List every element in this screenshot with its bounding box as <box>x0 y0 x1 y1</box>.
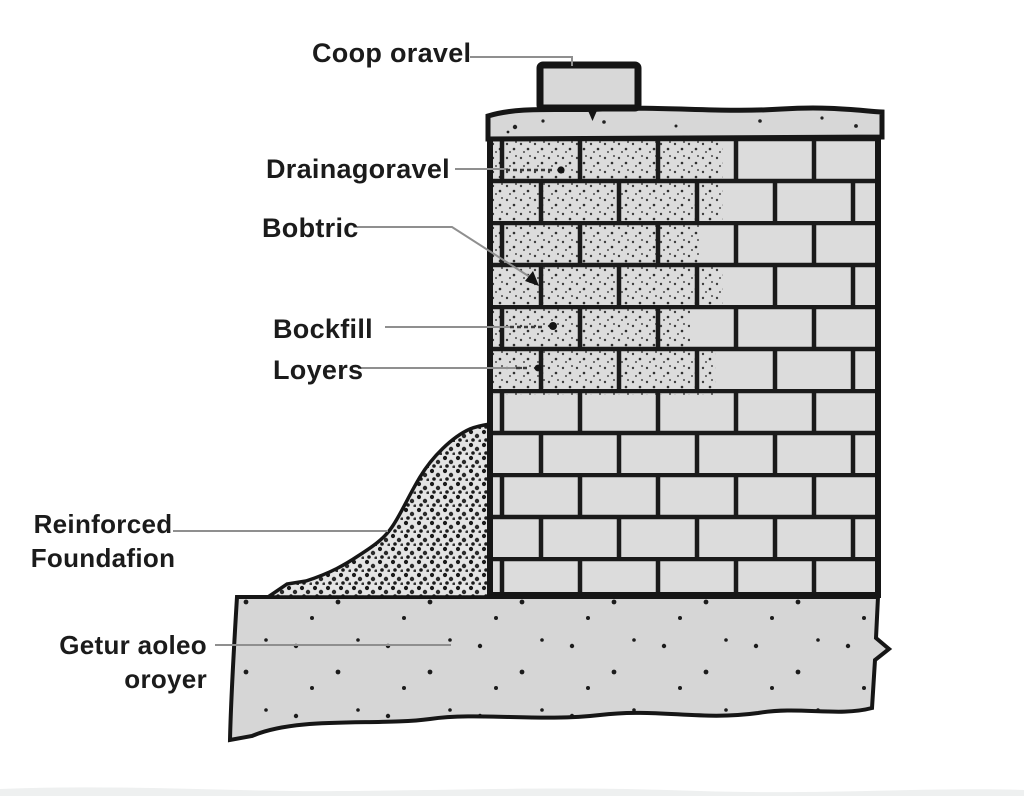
label-reinforced-foundation: Reinforced Foundafion <box>30 507 176 575</box>
bottom-fade-band <box>0 787 1024 796</box>
leader-cap-gravel <box>470 56 573 66</box>
label-layers: Loyers <box>273 355 364 385</box>
leader-backfill-dot <box>549 322 557 330</box>
label-fabric: Bobtric <box>262 213 359 243</box>
leader-layers-dot <box>534 364 542 372</box>
cap-course <box>485 105 885 142</box>
cap-pointer-arrow <box>586 106 599 121</box>
leader-fabric-arrowhead <box>525 271 539 286</box>
label-reinforced-foundation-line1: Reinforced <box>33 509 173 539</box>
label-base-layer: Getur aoleo oroyer <box>55 628 207 696</box>
label-base-layer-line1: Getur aoleo <box>59 630 207 660</box>
label-backfill: Bockfill <box>273 314 373 344</box>
label-reinforced-foundation-line2: Foundafion <box>30 543 176 573</box>
wall-brick-joints <box>490 137 878 595</box>
leader-fabric <box>357 226 534 280</box>
label-cap-gravel: Coop oravel <box>312 38 472 68</box>
label-drainage-gravel: Drainagoravel <box>266 154 450 184</box>
label-base-layer-line2: oroyer <box>124 664 207 694</box>
gravel-mound <box>262 421 492 599</box>
leader-drainage-dot <box>557 166 565 174</box>
cap-block <box>536 61 642 112</box>
cap-course-specks <box>506 116 858 134</box>
foundation-slab <box>227 595 893 743</box>
